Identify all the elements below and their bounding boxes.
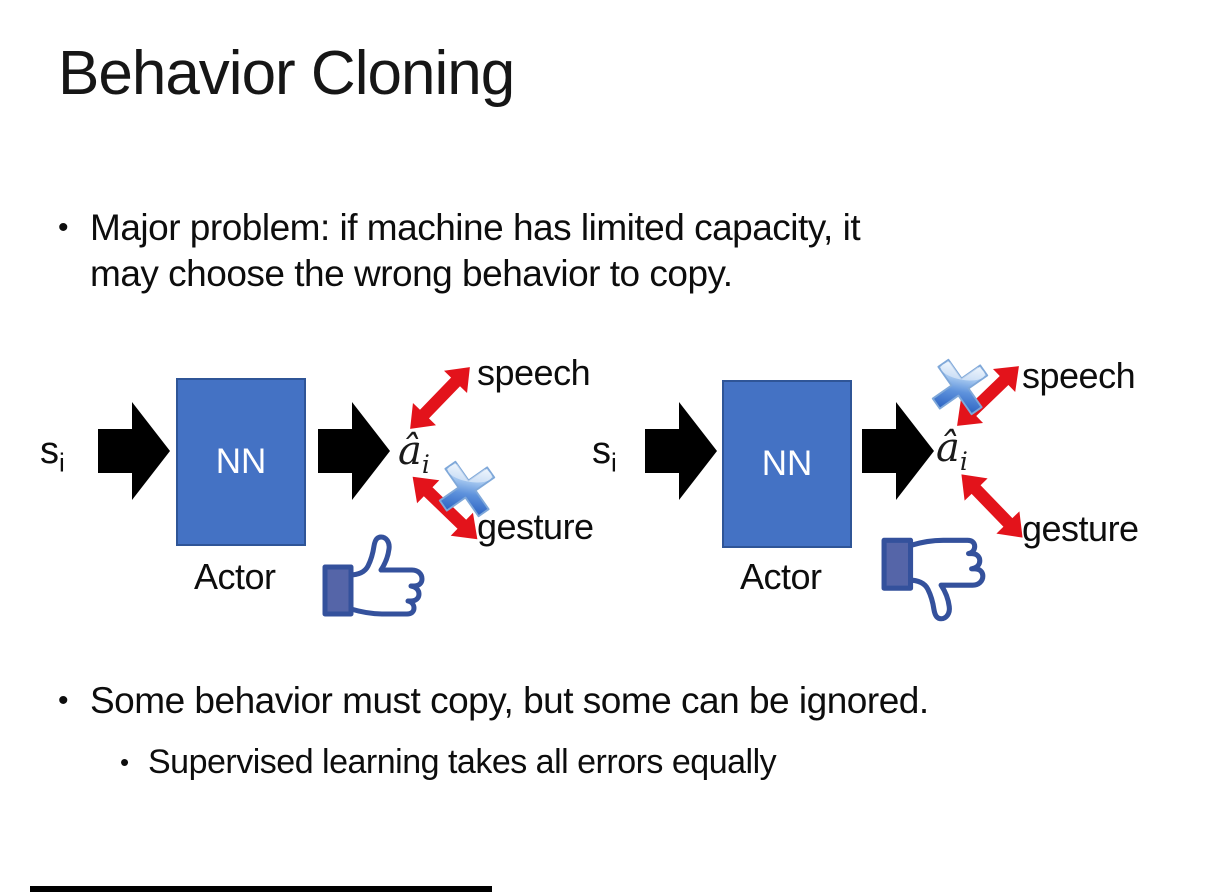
right-actor-label: Actor (740, 556, 822, 597)
left-state-sub: i (59, 447, 65, 478)
bullet-major-problem-text: Major problem: if machine has limited ca… (90, 205, 861, 297)
right-nn-box: NN (722, 380, 852, 548)
bottom-bar (30, 886, 492, 892)
left-state-label: si (40, 430, 65, 479)
left-action-ahat: â (398, 428, 422, 474)
right-gesture-label: gesture (1022, 508, 1139, 549)
right-action-label: âi (936, 425, 968, 476)
bullet-dot: • (120, 747, 129, 777)
left-speech-label: speech (477, 352, 591, 393)
bullet-line-1: Major problem: if machine has limited ca… (90, 207, 861, 248)
left-state-s: s (40, 430, 59, 472)
right-action-ahat: â (936, 425, 960, 471)
bullet-supervised: • Supervised learning takes all errors e… (120, 740, 1120, 784)
bullet-some-behavior: • Some behavior must copy, but some can … (58, 678, 1158, 724)
right-cross-icon (924, 351, 996, 423)
right-state-sub: i (611, 447, 617, 478)
bullet-dot: • (58, 684, 69, 717)
bullet-supervised-text: Supervised learning takes all errors equ… (148, 743, 777, 781)
right-speech-label: speech (1022, 355, 1136, 396)
slide-title: Behavior Cloning (58, 39, 515, 108)
thumbs-down-icon (880, 531, 992, 623)
bullet-major-problem: • Major problem: if machine has limited … (58, 205, 1138, 297)
left-action-sub: i (421, 450, 430, 479)
right-state-s: s (592, 430, 611, 472)
bullet-some-behavior-text: Some behavior must copy, but some can be… (90, 680, 929, 721)
left-input-arrow-icon (98, 402, 170, 500)
left-output-arrow-icon (318, 402, 390, 500)
bullet-line-2: may choose the wrong behavior to copy. (90, 253, 733, 294)
left-speech-arrow-icon (398, 355, 482, 441)
left-nn-box: NN (176, 378, 306, 546)
thumbs-up-icon (320, 533, 432, 623)
right-output-arrow-icon (862, 402, 934, 500)
right-nn-label: NN (761, 444, 813, 483)
left-gesture-label: gesture (477, 506, 594, 547)
right-state-label: si (592, 430, 617, 479)
left-action-label: âi (398, 428, 430, 479)
right-action-sub: i (959, 447, 968, 476)
left-actor-label: Actor (194, 556, 276, 597)
left-cross-icon (431, 453, 503, 525)
right-input-arrow-icon (645, 402, 717, 500)
bullet-dot: • (58, 211, 69, 244)
left-nn-label: NN (215, 442, 267, 481)
